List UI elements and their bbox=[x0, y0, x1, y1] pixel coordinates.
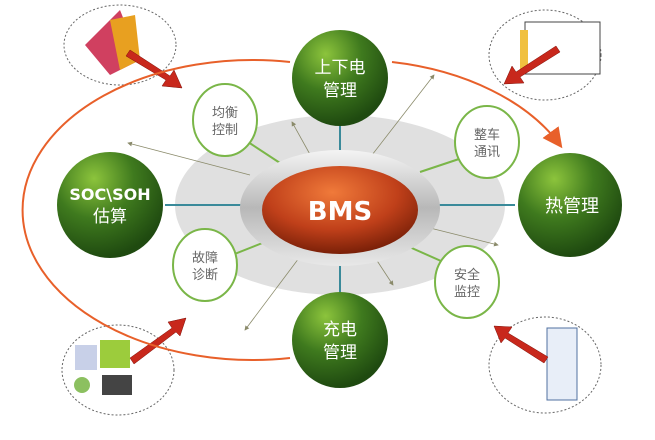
sub-node-safety: 安全 监控 bbox=[434, 245, 500, 319]
arrow-top-left bbox=[125, 49, 183, 89]
svg-text:SOC\SOH: SOC\SOH bbox=[69, 185, 150, 204]
node-thermal: 热管理 bbox=[518, 153, 622, 257]
arrow-bottom-right bbox=[493, 325, 549, 364]
svg-text:整车: 整车 bbox=[474, 127, 500, 143]
svg-text:充电: 充电 bbox=[323, 320, 357, 340]
svg-text:通讯: 通讯 bbox=[474, 145, 500, 160]
svg-text:估算: 估算 bbox=[93, 207, 127, 227]
svg-text:管理: 管理 bbox=[323, 343, 357, 363]
node-charge: 充电 管理 bbox=[292, 292, 388, 388]
svg-text:上下电: 上下电 bbox=[315, 58, 366, 78]
sub-node-balance: 均衡 控制 bbox=[192, 83, 258, 157]
corner-image-top-left bbox=[63, 4, 177, 86]
arrow-top-right bbox=[503, 45, 561, 85]
svg-text:均衡: 均衡 bbox=[212, 106, 238, 121]
svg-text:安全: 安全 bbox=[454, 267, 480, 283]
arrow-bottom-left bbox=[129, 317, 187, 365]
svg-text:故障: 故障 bbox=[192, 251, 218, 266]
corner-image-bottom-right bbox=[488, 316, 602, 414]
svg-text:热管理: 热管理 bbox=[545, 196, 599, 217]
svg-text:管理: 管理 bbox=[323, 81, 357, 101]
orange-cycle-arrow bbox=[21, 59, 560, 361]
node-power: 上下电 管理 bbox=[292, 30, 388, 126]
svg-text:控制: 控制 bbox=[212, 123, 238, 138]
svg-text:监控: 监控 bbox=[454, 285, 480, 300]
sub-node-comm: 整车 通讯 bbox=[454, 105, 520, 179]
svg-text:诊断: 诊断 bbox=[192, 268, 218, 283]
bms-label: BMS bbox=[308, 197, 372, 227]
red-arrows bbox=[125, 45, 561, 365]
node-soc: SOC\SOH 估算 bbox=[57, 152, 163, 258]
bms-center bbox=[262, 166, 418, 254]
sub-node-fault: 故障 诊断 bbox=[172, 228, 238, 302]
